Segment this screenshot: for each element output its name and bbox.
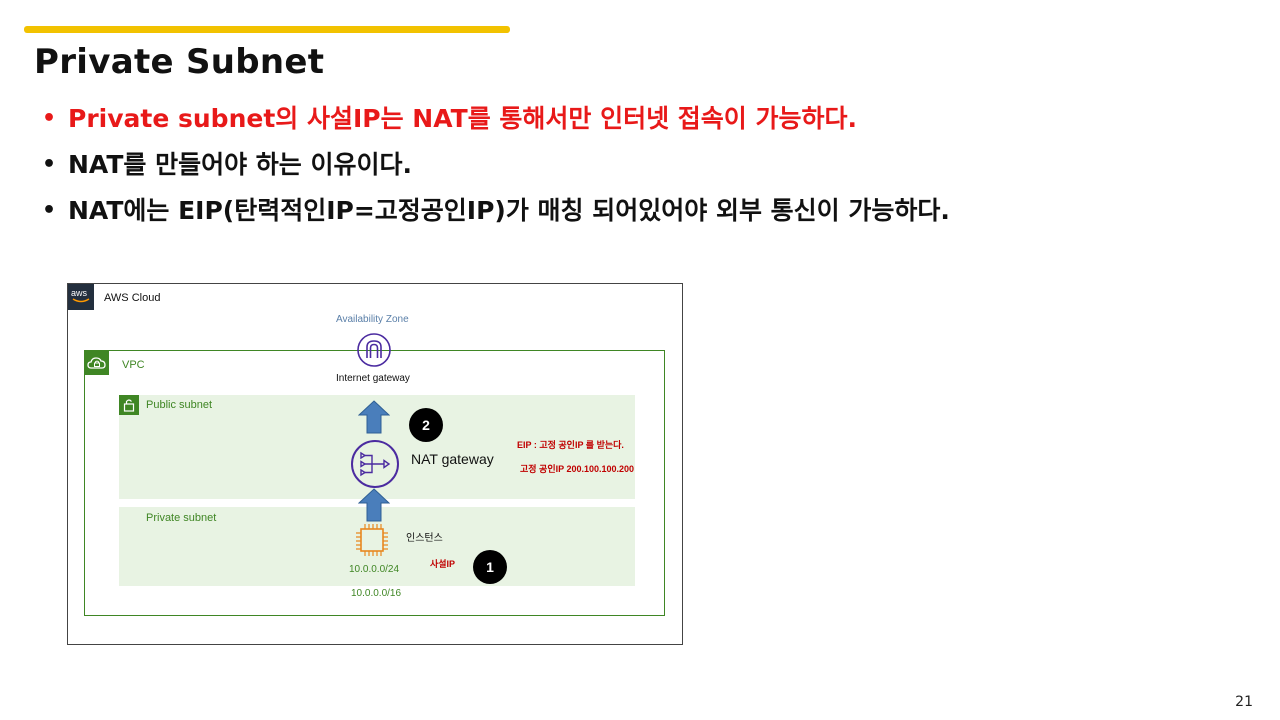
private-subnet-label: Private subnet: [146, 512, 217, 524]
arrow-up-icon: [358, 488, 390, 522]
vpc-label: VPC: [122, 359, 145, 371]
availability-zone-label: Availability Zone: [336, 314, 409, 325]
aws-cloud-label: AWS Cloud: [104, 292, 161, 304]
aws-logo-icon: aws: [68, 284, 94, 310]
subnet-cidr-label: 10.0.0.0/24: [349, 564, 400, 575]
ec2-instance-icon: [356, 524, 388, 556]
public-subnet: Public subnet: [119, 395, 635, 499]
nat-gateway-icon: [351, 440, 399, 488]
nat-gateway-label: NAT gateway: [411, 451, 494, 467]
aws-architecture-diagram: aws AWS Cloud Availability Zone VPC Publ…: [67, 283, 683, 645]
slide-title: Private Subnet: [34, 42, 325, 82]
internet-gateway-label: Internet gateway: [336, 373, 410, 384]
title-accent-bar: [24, 26, 510, 33]
bullet-item: NAT에는 EIP(탄력적인IP=고정공인IP)가 매칭 되어있어야 외부 통신…: [40, 192, 950, 238]
step-2-badge: 2: [409, 408, 443, 442]
lock-icon: [119, 395, 139, 415]
vpc-container: VPC: [84, 350, 665, 616]
public-subnet-label: Public subnet: [146, 399, 213, 411]
public-ip-note: 고정 공인IP 200.100.100.200: [520, 464, 635, 474]
arrow-up-icon: [358, 400, 390, 434]
eip-note: EIP : 고정 공인IP 를 받는다.: [517, 440, 624, 450]
vpc-cidr-label: 10.0.0.0/16: [351, 588, 402, 599]
bullet-item: NAT를 만들어야 하는 이유이다.: [40, 146, 950, 192]
step-1-badge: 1: [473, 550, 507, 584]
private-ip-note: 사설IP: [430, 559, 456, 569]
instance-label: 인스턴스: [406, 533, 443, 544]
bullet-item: Private subnet의 사설IP는 NAT를 통해서만 인터넷 접속이 …: [40, 100, 950, 146]
aws-logo-text: aws: [71, 288, 88, 298]
bullet-list: Private subnet의 사설IP는 NAT를 통해서만 인터넷 접속이 …: [40, 100, 950, 238]
vpc-cloud-lock-icon: [85, 351, 109, 375]
internet-gateway-icon: [357, 333, 391, 367]
page-number: 21: [1235, 694, 1253, 710]
